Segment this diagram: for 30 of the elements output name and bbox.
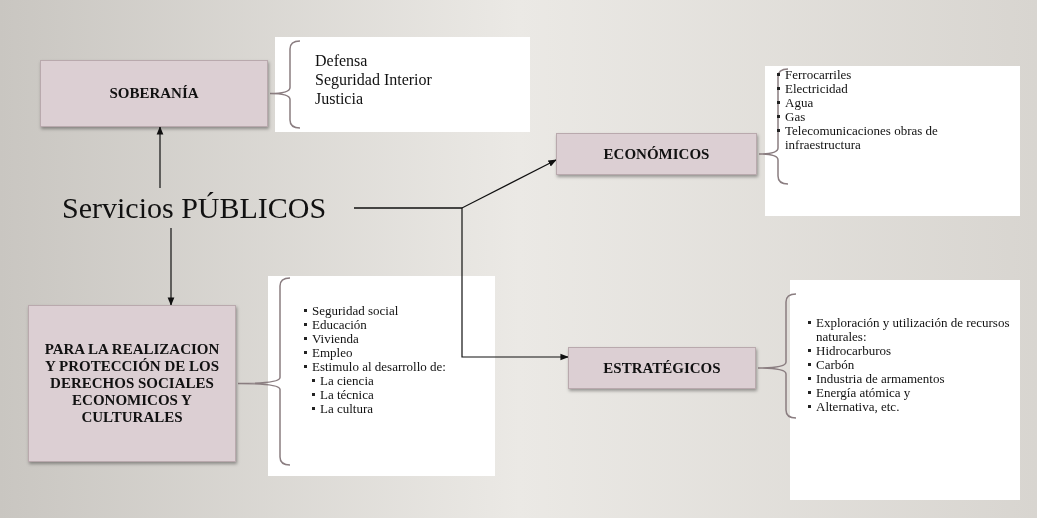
arrow <box>156 126 164 189</box>
list-item: Alternativa, etc. <box>808 400 1012 414</box>
list-item: Gas <box>777 110 1012 124</box>
list-item: La técnica <box>312 388 487 402</box>
list-item: Justicia <box>315 89 364 108</box>
list-item: Vivienda <box>304 332 487 346</box>
list-item: Estimulo al desarrollo de: <box>304 360 487 374</box>
category-box: ECONÓMICOS <box>556 133 757 175</box>
arrow <box>353 207 569 361</box>
category-box: SOBERANÍA <box>40 60 268 127</box>
list-item: La cultura <box>312 402 487 416</box>
arrow <box>167 227 175 306</box>
list-item: Educación <box>304 318 487 332</box>
list-item: Energía atómica y <box>808 386 1012 400</box>
list-item: Telecomunicaciones obras de infraestructura <box>777 124 1012 152</box>
list-item: Industria de armamentos <box>808 372 1012 386</box>
list-item: La ciencia <box>312 374 487 388</box>
list-item: Empleo <box>304 346 487 360</box>
title-text: Servicios PÚBLICOS <box>62 188 354 228</box>
category-box: ESTRATÉGICOS <box>568 347 756 389</box>
list-item: Seguridad Interior <box>315 70 433 89</box>
list-item: Electricidad <box>777 82 1012 96</box>
list-item: Defensa <box>315 51 369 70</box>
list-item: Hidrocarburos <box>808 344 1012 358</box>
list-item: Exploración y utilización de recursos naturales: <box>808 316 1012 344</box>
list-item: Seguridad social <box>304 304 487 318</box>
list-item: Ferrocarriles <box>777 68 1012 82</box>
list-item: Agua <box>777 96 1012 110</box>
category-box: PARA LA REALIZACION Y PROTECCIÓN DE LOS DERECHOS SOCIALES ECONOMICOS Y CULTURALES <box>28 305 236 462</box>
list-item: Carbón <box>808 358 1012 372</box>
